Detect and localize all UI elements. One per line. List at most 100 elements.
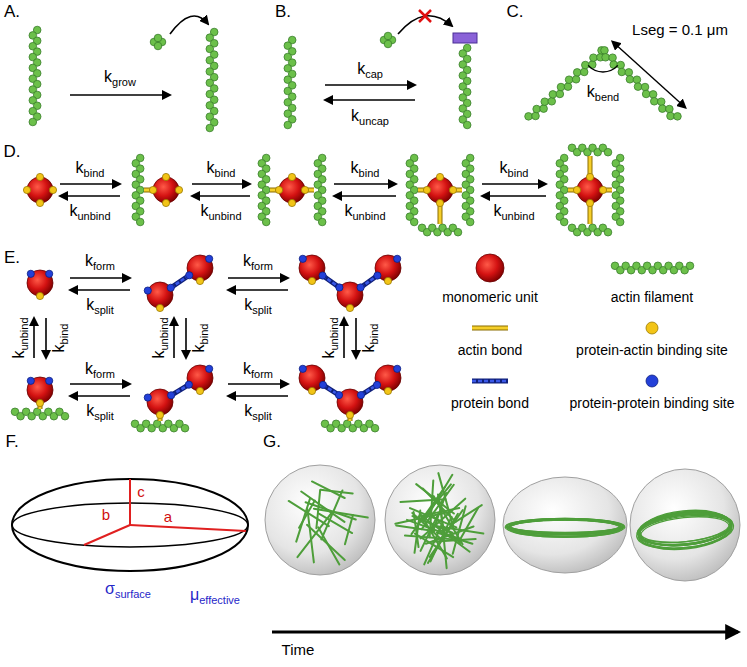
actin-subunit [649,91,657,99]
protein-actin-site [162,199,169,206]
segment-length: Lseg = 0.1 μm [632,21,728,38]
actin-filament [131,420,189,432]
arrow [334,195,396,197]
protein-protein-site [206,365,213,372]
rate-constant: kunbind [344,202,385,223]
protein-actin-site [175,186,182,193]
protein-protein-site [27,377,34,384]
protein-actin-site [49,186,56,193]
panel-letter: E. [4,248,20,268]
protein-actin-site [449,186,456,193]
cortical-filament [430,510,463,557]
rate-constant: kform [85,360,115,381]
protein-actin-site [301,186,308,193]
actin-filament [611,262,694,274]
protein-protein-site [357,391,364,398]
protein-actin-site [384,277,391,284]
rate-constant: kgrow [104,68,136,89]
protein-actin-site [308,277,315,284]
parameter-label: σsurface [105,580,151,601]
actin-subunit [29,118,37,126]
actin-subunit [206,124,214,132]
arrow [272,631,738,634]
actin-subunit [625,69,633,77]
arrow [60,195,120,197]
actin-subunit [371,424,379,432]
rate-constant: kbind [351,159,380,180]
actin-subunit [540,105,548,113]
semi-axis [129,479,131,525]
actin-subunit [617,61,625,69]
protein-bond [472,380,508,383]
filament-ring [505,519,625,535]
actin-subunit [410,218,418,226]
actin-subunit [466,218,474,226]
protein-actin-site [196,387,203,394]
rate-constant: kform [85,252,115,273]
rate-constant: kcap [357,60,383,81]
axis-label: a [164,508,172,525]
cell-sphere [630,469,740,581]
actin-filament [406,154,418,226]
actin-filament [418,224,462,236]
cortical-filament [316,490,320,528]
legend-text: protein bond [451,395,529,411]
rate-constant: kunbind [69,202,110,223]
actin-subunit [642,90,650,98]
arrow [70,383,130,385]
actin-subunit [384,40,392,48]
cortical-filament [438,473,453,527]
arrow [70,289,130,291]
protein-protein-site [335,391,342,398]
panel-letter: F. [5,432,18,452]
arrow [70,277,130,279]
actin-subunit [525,113,533,121]
capping-protein [453,33,477,43]
actin-subunit [557,83,565,91]
rate-constant: kunbind [10,317,31,358]
actin-subunit [318,218,326,226]
legend-text: protein-protein binding site [570,395,735,411]
actin-subunit [667,112,675,120]
arrow [482,195,546,197]
arrow [228,395,288,397]
panel-letter: G. [263,432,281,452]
actin-monomer [150,34,166,50]
actin-subunit [601,47,609,55]
actin-subunit [604,228,612,236]
actin-subunit [154,34,162,42]
cell-sphere [265,465,375,575]
actin-subunit [650,97,658,105]
actin-subunit [666,105,674,113]
actin-subunit [590,54,598,62]
protein-protein-site [299,365,306,372]
actin-subunit [136,218,144,226]
axis-label: c [137,483,145,500]
actin-subunit [659,105,667,113]
actin-filament [462,154,474,226]
semi-axis [130,525,246,531]
rate-constant: kunbind [150,317,171,358]
arrow [355,318,357,358]
actin-subunit [674,113,682,121]
cortical-filament [307,509,313,562]
actin-subunit [626,75,634,83]
actin-filament [206,28,218,132]
actin-filament [568,144,612,156]
protein-protein-site [186,272,193,279]
rate-constant: kbind [76,159,105,180]
actin-subunit [556,90,564,98]
protein-actin-site [599,186,606,193]
monomeric-unit [476,254,504,282]
cortical-filament [424,518,470,552]
cell-sphere [503,477,627,573]
actin-subunit [533,105,541,113]
cortical-filament [314,509,368,518]
panel-letter: A. [4,2,20,22]
arrow [173,318,175,358]
protein-actin-site [36,292,43,299]
axis-label: b [102,506,110,523]
actin-filament [556,154,568,226]
protein-protein-site [27,270,34,277]
filament-ring [635,509,735,554]
